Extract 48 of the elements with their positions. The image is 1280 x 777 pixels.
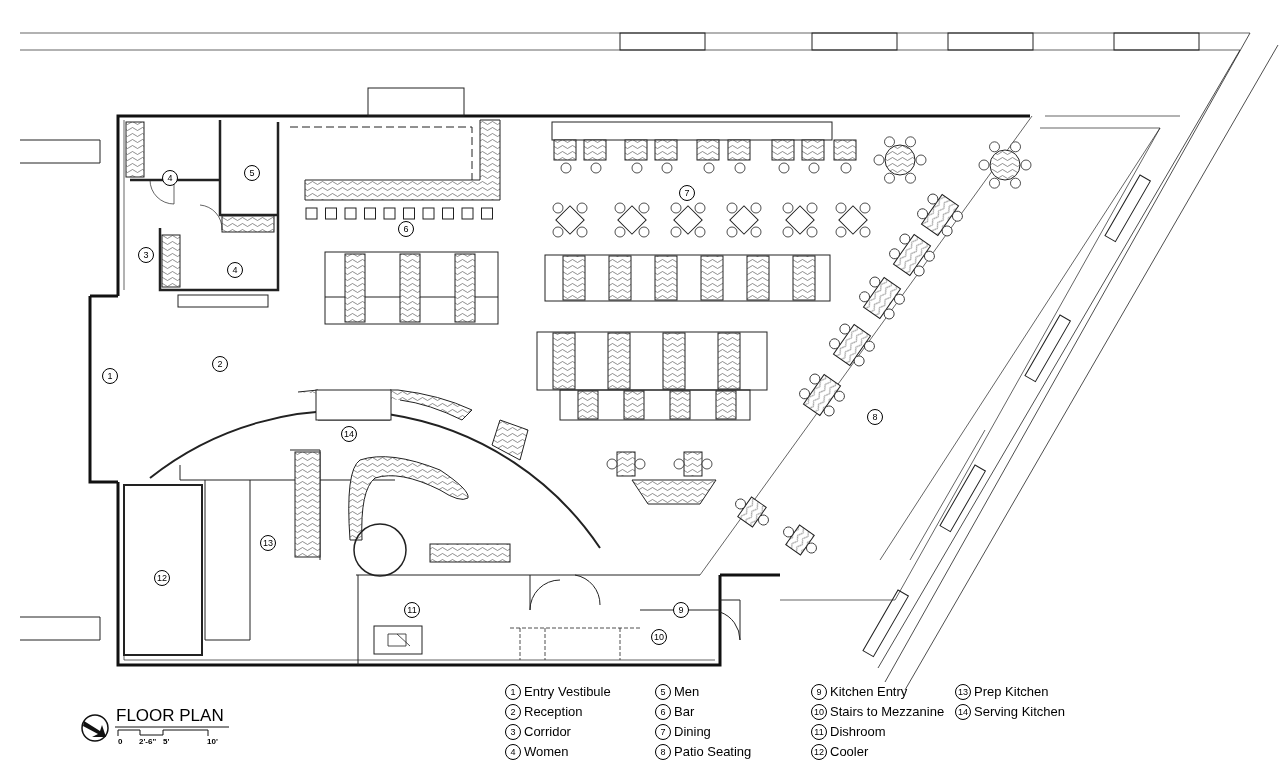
room-name: Entry Vestibule — [524, 685, 611, 698]
room-name: Dishroom — [830, 725, 886, 738]
legend-number: 4 — [505, 744, 521, 760]
callout-number: 8 — [867, 409, 883, 425]
callout-number: 14 — [341, 426, 357, 442]
callout-number: 13 — [260, 535, 276, 551]
room-name: Patio Seating — [674, 745, 752, 758]
legend-number: 12 — [811, 744, 827, 760]
room-name: Cooler — [830, 745, 869, 758]
legend-number: 6 — [655, 704, 671, 720]
room-name: Bar — [674, 705, 695, 718]
room-name: Corridor — [524, 725, 571, 738]
room-name: Women — [524, 745, 569, 758]
legend-number: 9 — [811, 684, 827, 700]
legend-number: 2 — [505, 704, 521, 720]
callout-number: 6 — [398, 221, 414, 237]
callout-number: 12 — [154, 570, 170, 586]
legend-number: 8 — [655, 744, 671, 760]
callout-number: 9 — [673, 602, 689, 618]
callout-number: 2 — [212, 356, 228, 372]
callout-number: 5 — [244, 165, 260, 181]
callout-number: 4 — [162, 170, 178, 186]
room-name: Dining — [674, 725, 711, 738]
room-name: Reception — [524, 705, 583, 718]
legend-number: 11 — [811, 724, 827, 740]
room-name: Kitchen Entry — [830, 685, 908, 698]
room-name: Prep Kitchen — [974, 685, 1049, 698]
callout-number: 11 — [404, 602, 420, 618]
room-name: Serving Kitchen — [974, 705, 1066, 718]
callout-number: 1 — [102, 368, 118, 384]
callout-number: 4 — [227, 262, 243, 278]
legend-number: 14 — [955, 704, 971, 720]
room-name: Stairs to Mezzanine — [830, 705, 945, 718]
scale-label: 0 — [118, 738, 123, 746]
legend-number: 3 — [505, 724, 521, 740]
legend-number: 13 — [955, 684, 971, 700]
room-name: Men — [674, 685, 700, 698]
legend-number: 10 — [811, 704, 827, 720]
callout-number: 7 — [679, 185, 695, 201]
callout-number: 10 — [651, 629, 667, 645]
plan-title: FLOOR PLAN — [116, 707, 224, 724]
scale-label: 10' — [207, 738, 218, 746]
legend-number: 7 — [655, 724, 671, 740]
legend-number: 5 — [655, 684, 671, 700]
scale-label: 5' — [163, 738, 170, 746]
scale-label: 2'-6" — [139, 738, 157, 746]
callout-number: 3 — [138, 247, 154, 263]
legend-number: 1 — [505, 684, 521, 700]
